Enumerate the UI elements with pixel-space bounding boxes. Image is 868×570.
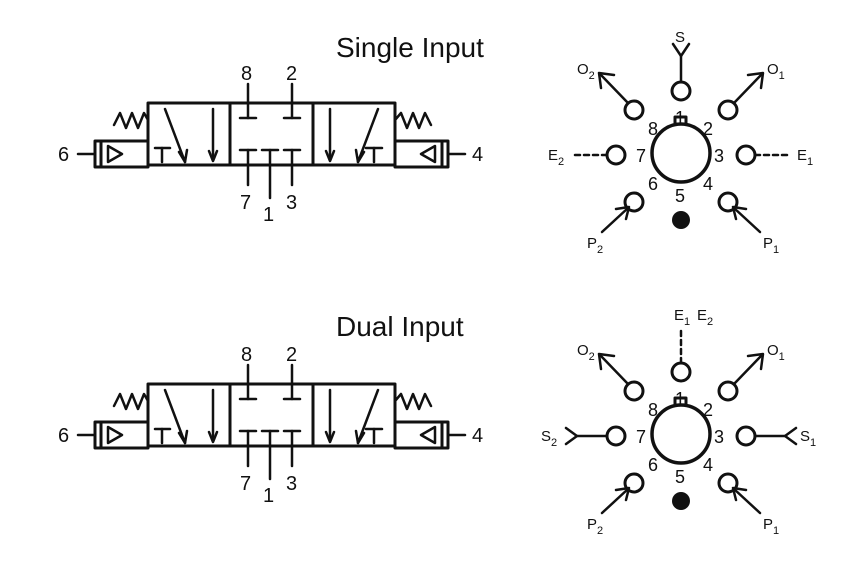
port-number-5: 5 — [675, 467, 685, 487]
port-label-7: 7 — [240, 473, 251, 495]
port-label-4: 4 — [472, 425, 483, 447]
arrow-o1 — [746, 352, 765, 371]
supply-symbol-right — [783, 426, 798, 446]
port-label-1: 1 — [263, 204, 274, 226]
label-p1: P1 — [763, 516, 779, 537]
port-label-4: 4 — [472, 144, 483, 166]
port-number-7: 7 — [636, 146, 646, 166]
panel-dual-input: Dual Input — [58, 307, 816, 537]
port-5-plug — [672, 211, 690, 229]
valve-body — [146, 382, 397, 448]
port-label-7: 7 — [240, 192, 251, 214]
pilot-arrow-right — [419, 425, 437, 445]
port-label-8: 8 — [241, 63, 252, 85]
arrow-p2 — [614, 486, 631, 502]
port-number-3: 3 — [714, 146, 724, 166]
label-o2: O2 — [577, 61, 595, 82]
arrow-p2 — [614, 205, 631, 221]
center-body — [650, 403, 712, 465]
arrow-o1 — [746, 71, 765, 90]
label-p1: P1 — [763, 235, 779, 256]
label-o1: O1 — [767, 342, 785, 363]
supply-symbol-left — [564, 426, 579, 446]
valve-symbol: 8 2 7 1 3 6 4 — [58, 63, 483, 226]
panel-title: Single Input — [336, 32, 484, 63]
port-5-plug — [672, 492, 690, 510]
label-left: E2 — [548, 147, 564, 168]
arrow-o2 — [597, 71, 616, 90]
pilot-arrow-left — [106, 425, 124, 445]
spring-right — [393, 111, 433, 130]
port-number-1: 1 — [675, 389, 685, 409]
port-label-1: 1 — [263, 485, 274, 507]
label-p2: P2 — [587, 516, 603, 537]
port-number-6: 6 — [648, 455, 658, 475]
port-circle-layout: 1 2 3 4 5 6 7 8 E1 E2 O2 O1 S2 S1 P2 P1 — [541, 307, 816, 537]
port-number-8: 8 — [648, 119, 658, 139]
label-p2: P2 — [587, 235, 603, 256]
port-label-3: 3 — [286, 473, 297, 495]
arrow-p1 — [731, 486, 748, 502]
port-number-2: 2 — [703, 119, 713, 139]
valve-symbol: 8 2 7 1 3 6 4 — [58, 344, 483, 507]
port-number-4: 4 — [703, 455, 713, 475]
arrow-o2 — [597, 352, 616, 371]
port-label-6: 6 — [58, 144, 69, 166]
arrow-p1 — [731, 205, 748, 221]
label-o1: O1 — [767, 61, 785, 82]
port-number-2: 2 — [703, 400, 713, 420]
port-number-4: 4 — [703, 174, 713, 194]
port-label-2: 2 — [286, 63, 297, 85]
valve-body — [146, 101, 397, 167]
port-number-1: 1 — [675, 108, 685, 128]
port-number-6: 6 — [648, 174, 658, 194]
port-number-8: 8 — [648, 400, 658, 420]
port-label-2: 2 — [286, 344, 297, 366]
port-label-3: 3 — [286, 192, 297, 214]
pilot-arrow-right — [419, 144, 437, 164]
label-right: E1 — [797, 147, 813, 168]
spring-right — [393, 392, 433, 411]
label-supply: S — [675, 29, 685, 46]
pilot-arrow-left — [106, 144, 124, 164]
panel-title: Dual Input — [336, 311, 464, 342]
label-e1: E1 — [674, 307, 690, 328]
port-number-3: 3 — [714, 427, 724, 447]
center-body — [650, 122, 712, 184]
spring-left — [112, 392, 150, 411]
panel-single-input: Single Input — [58, 29, 813, 256]
port-number-7: 7 — [636, 427, 646, 447]
port-number-5: 5 — [675, 186, 685, 206]
supply-symbol — [671, 42, 691, 58]
port-circle-layout: 1 2 3 4 5 6 7 8 S O2 O1 E2 E1 P2 P1 — [548, 29, 813, 256]
spring-left — [112, 111, 150, 130]
label-s2: S2 — [541, 428, 557, 449]
label-o2: O2 — [577, 342, 595, 363]
label-s1: S1 — [800, 428, 816, 449]
label-e2: E2 — [697, 307, 713, 328]
port-label-8: 8 — [241, 344, 252, 366]
port-label-6: 6 — [58, 425, 69, 447]
